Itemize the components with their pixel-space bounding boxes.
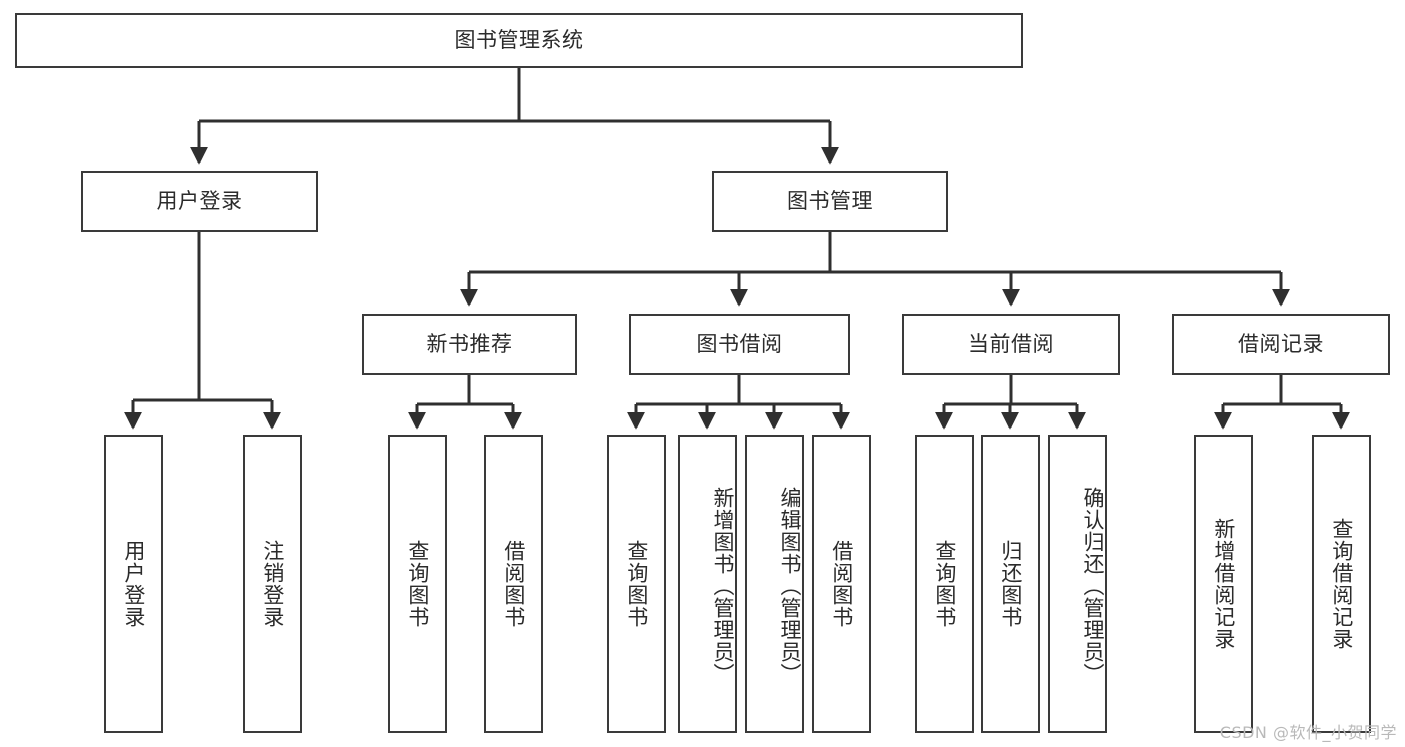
leaf-borrow-edit-book-admin[interactable]: 编辑图书（管理员） (745, 435, 804, 733)
node-label: 查询图书 (405, 540, 430, 628)
node-label: 新增借阅记录 (1211, 518, 1236, 650)
leaf-recommend-query-book[interactable]: 查询图书 (388, 435, 447, 733)
node-book-management[interactable]: 图书管理 (712, 171, 948, 232)
node-borrow-record[interactable]: 借阅记录 (1172, 314, 1390, 375)
node-label: 查询借阅记录 (1329, 518, 1354, 650)
leaf-user-login-login[interactable]: 用户登录 (104, 435, 163, 733)
leaf-current-confirm-return-admin[interactable]: 确认归还（管理员） (1048, 435, 1107, 733)
node-user-login[interactable]: 用户登录 (81, 171, 318, 232)
node-label: 归还图书 (998, 540, 1023, 628)
leaf-user-login-logout[interactable]: 注销登录 (243, 435, 302, 733)
leaf-record-add-record[interactable]: 新增借阅记录 (1194, 435, 1253, 733)
leaf-current-query-book[interactable]: 查询图书 (915, 435, 974, 733)
leaf-recommend-borrow-book[interactable]: 借阅图书 (484, 435, 543, 733)
node-label: 新书推荐 (426, 332, 513, 357)
node-label: 图书管理 (787, 189, 873, 214)
node-label: 借阅图书 (501, 540, 526, 628)
node-label: 当前借阅 (968, 332, 1054, 357)
node-label: 借阅记录 (1238, 332, 1324, 357)
leaf-current-return-book[interactable]: 归还图书 (981, 435, 1040, 733)
node-label: 新增图书（管理员） (711, 487, 735, 685)
node-label: 查询图书 (624, 540, 649, 628)
leaf-borrow-borrow-book[interactable]: 借阅图书 (812, 435, 871, 733)
node-new-book-recommend[interactable]: 新书推荐 (362, 314, 577, 375)
node-root-system[interactable]: 图书管理系统 (15, 13, 1023, 68)
node-label: 图书管理系统 (454, 28, 584, 53)
leaf-borrow-query-book[interactable]: 查询图书 (607, 435, 666, 733)
node-label: 查询图书 (932, 540, 957, 628)
leaf-record-query-record[interactable]: 查询借阅记录 (1312, 435, 1371, 733)
node-label: 图书借阅 (696, 332, 783, 357)
node-label: 确认归还（管理员） (1081, 487, 1105, 685)
leaf-borrow-add-book-admin[interactable]: 新增图书（管理员） (678, 435, 737, 733)
node-book-borrow[interactable]: 图书借阅 (629, 314, 850, 375)
node-current-borrow[interactable]: 当前借阅 (902, 314, 1120, 375)
node-label: 借阅图书 (829, 540, 854, 628)
node-label: 编辑图书（管理员） (778, 487, 802, 685)
node-label: 用户登录 (121, 540, 146, 628)
node-label: 注销登录 (260, 540, 285, 628)
node-label: 用户登录 (156, 189, 243, 214)
watermark-text: CSDN @软件_小贺同学 (1219, 723, 1397, 742)
